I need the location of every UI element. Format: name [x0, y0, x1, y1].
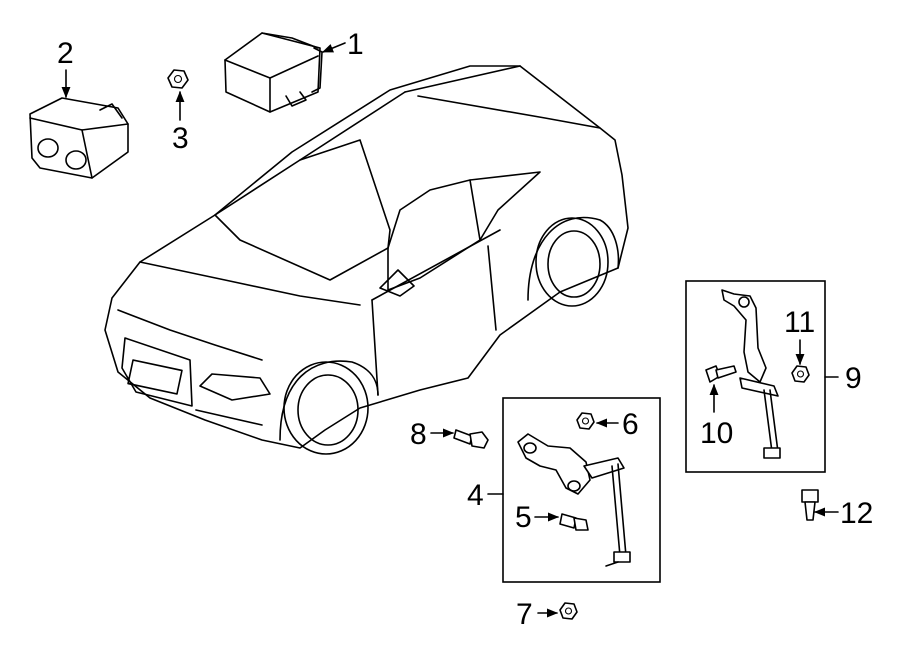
callout-2: 2 [57, 37, 74, 70]
part-4-group-box [502, 397, 661, 583]
part-7-nut [559, 602, 578, 620]
callout-1: 1 [347, 28, 364, 61]
part-6-nut [576, 412, 595, 430]
callout-5: 5 [515, 501, 532, 534]
car-illustration [104, 65, 629, 455]
callout-6: 6 [622, 408, 639, 441]
part-12-bolt [801, 489, 819, 521]
part-4-level-sensor [517, 433, 631, 567]
callout-10: 10 [700, 417, 733, 450]
callout-12: 12 [840, 497, 873, 530]
leader-lines [61, 42, 839, 618]
callout-7: 7 [516, 598, 533, 631]
part-2-sensor-module [29, 97, 129, 179]
callout-11: 11 [784, 306, 815, 339]
part-9-level-sensor [721, 289, 781, 459]
part-1-control-module [224, 32, 323, 113]
callout-4: 4 [467, 479, 484, 512]
part-5-bolt [559, 513, 589, 531]
callout-9: 9 [845, 362, 862, 395]
part-8-bolt [453, 429, 489, 449]
part-10-bolt [705, 365, 737, 383]
part-11-nut [791, 365, 810, 383]
part-3-nut [167, 69, 189, 89]
callout-8: 8 [410, 418, 427, 451]
callout-3: 3 [172, 122, 189, 155]
